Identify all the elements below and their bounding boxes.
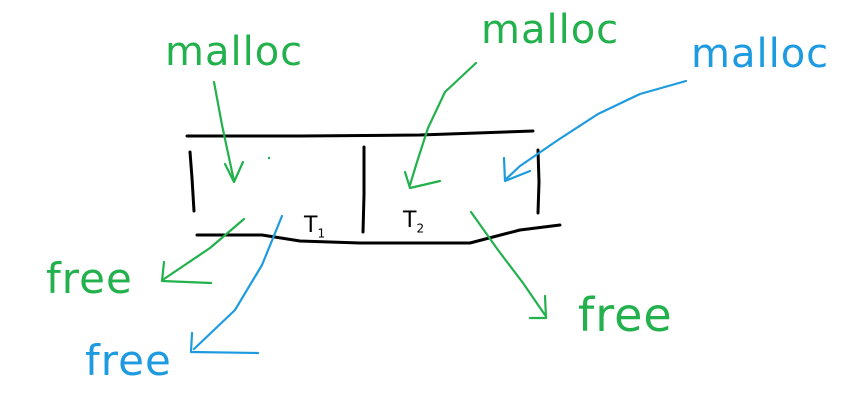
malloc-right-label: malloc [691,31,830,77]
block-right-edge [536,148,541,215]
t2-label-text: T [403,208,417,233]
free-right-arrow [469,210,547,317]
free-right-label: free [578,288,673,342]
malloc-right-arrow [503,79,688,182]
malloc-right-arrowhead [502,156,532,183]
t1-label-sub: 1 [317,226,326,241]
block-top-edge [185,129,535,138]
malloc-middle-arrowhead [403,170,442,190]
free-blue-arrow [192,214,284,351]
free-left-label: free [46,254,133,303]
malloc-left-arrowhead [223,160,245,184]
t1-label-text: T [304,213,318,238]
block-divider [361,145,366,234]
block-left-edge [188,150,196,213]
block-bottom-edge [195,223,562,245]
stray-dot [267,156,271,160]
malloc-left-arrow [212,80,236,183]
free-blue-arrowhead [189,331,260,355]
t1-label: T1 [304,213,326,241]
t2-label-sub: 2 [416,221,425,236]
free-left-arrowhead [160,260,213,285]
free-blue-label: free [85,336,172,385]
malloc-middle-label: malloc [481,7,620,53]
free-left-arrow [162,217,246,281]
free-right-arrowhead [528,294,548,320]
malloc-left-label: malloc [165,29,304,75]
malloc-middle-arrow [408,61,478,187]
t2-label: T2 [403,208,425,236]
